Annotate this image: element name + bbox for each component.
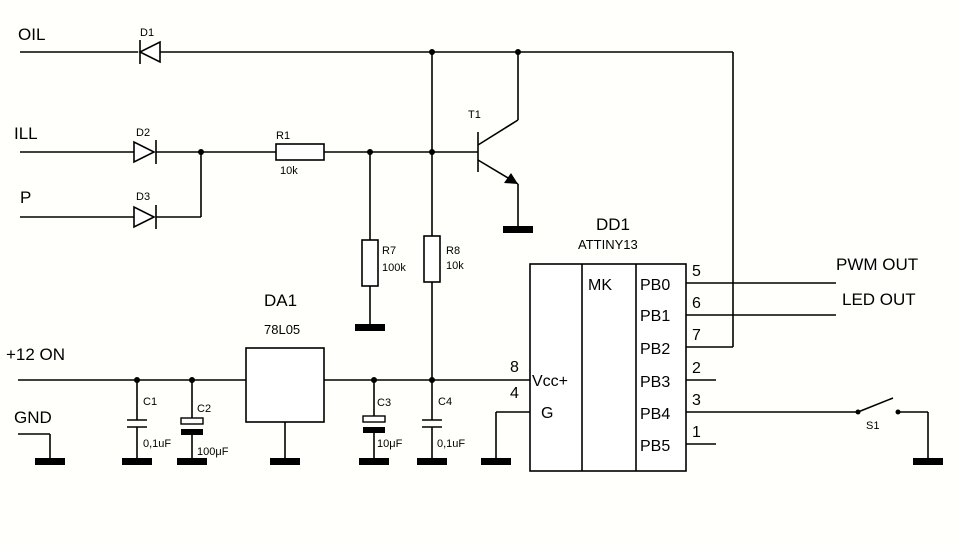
mcu-g-label: G: [541, 405, 553, 422]
label-dd1: DD1: [596, 215, 630, 234]
regulator-da1: [245, 347, 325, 423]
switch-s1: [855, 397, 943, 465]
pin-7: 7: [692, 327, 701, 344]
capacitor-c1: [122, 380, 152, 465]
label-d3: D3: [136, 191, 150, 203]
resistor-r8: [423, 52, 441, 380]
capacitor-c3: [359, 380, 389, 465]
label-s1: S1: [866, 420, 879, 432]
mcu-dd1: [529, 263, 687, 472]
resistor-r7: [355, 152, 385, 331]
value-r1: 10k: [280, 165, 298, 177]
wire-p: [20, 152, 202, 218]
label-d2: D2: [136, 127, 150, 139]
label-r1: R1: [276, 130, 290, 142]
port-pb0: PB0: [640, 277, 670, 294]
label-r7: R7: [382, 245, 396, 257]
value-c3: 10μF: [377, 438, 403, 450]
mcu-g-pin: 4: [510, 385, 519, 402]
capacitor-c2: [177, 380, 207, 465]
value-c1: 0,1uF: [143, 438, 171, 450]
ground-mcu: [481, 411, 530, 465]
transistor-t1: [477, 52, 533, 233]
value-r8: 10k: [446, 260, 464, 272]
mcu-core-label: MK: [588, 277, 612, 294]
capacitor-c4: [417, 380, 447, 465]
diode-d3: [133, 205, 157, 229]
label-gnd: GND: [14, 408, 52, 427]
pin-3: 3: [692, 392, 701, 409]
label-r8: R8: [446, 245, 460, 257]
mcu-vcc-label: Vcc+: [532, 373, 568, 390]
label-12v: +12 ON: [6, 345, 65, 364]
pin-2: 2: [692, 360, 701, 377]
label-c3: C3: [377, 397, 391, 409]
port-pb4: PB4: [640, 406, 670, 423]
mcu-vcc-pin: 8: [510, 359, 519, 376]
label-led-out: LED OUT: [842, 290, 916, 309]
label-ill: ILL: [14, 124, 38, 143]
label-d1: D1: [140, 27, 154, 39]
part-dd1: ATTINY13: [578, 237, 638, 252]
port-pb5: PB5: [640, 438, 670, 455]
port-pb1: PB1: [640, 308, 670, 325]
label-t1: T1: [468, 109, 481, 121]
pin-5: 5: [692, 263, 701, 280]
part-da1: 78L05: [264, 322, 300, 337]
pin-1: 1: [692, 424, 701, 441]
port-pb3: PB3: [640, 374, 670, 391]
label-p: P: [20, 188, 31, 207]
resistor-r1: [275, 143, 325, 161]
value-c4: 0,1uF: [437, 438, 465, 450]
label-da1: DA1: [264, 291, 297, 310]
label-c2: C2: [197, 403, 211, 415]
label-oil: OIL: [18, 25, 45, 44]
ground-da1: [270, 422, 300, 465]
ground-input: [18, 433, 65, 465]
diode-d1: [138, 40, 161, 64]
value-c2: 100μF: [197, 446, 229, 458]
label-c1: C1: [143, 396, 157, 408]
diode-d2: [133, 140, 157, 164]
value-r7: 100k: [382, 262, 406, 274]
pin-6: 6: [692, 295, 701, 312]
wire-oil: [20, 51, 734, 348]
label-c4: C4: [438, 396, 452, 408]
port-pb2: PB2: [640, 341, 670, 358]
mcu-ports: PB0 PB1 PB2 PB3 PB4 PB5 5 6 7 2 3 1: [640, 263, 856, 455]
label-pwm-out: PWM OUT: [836, 255, 918, 274]
